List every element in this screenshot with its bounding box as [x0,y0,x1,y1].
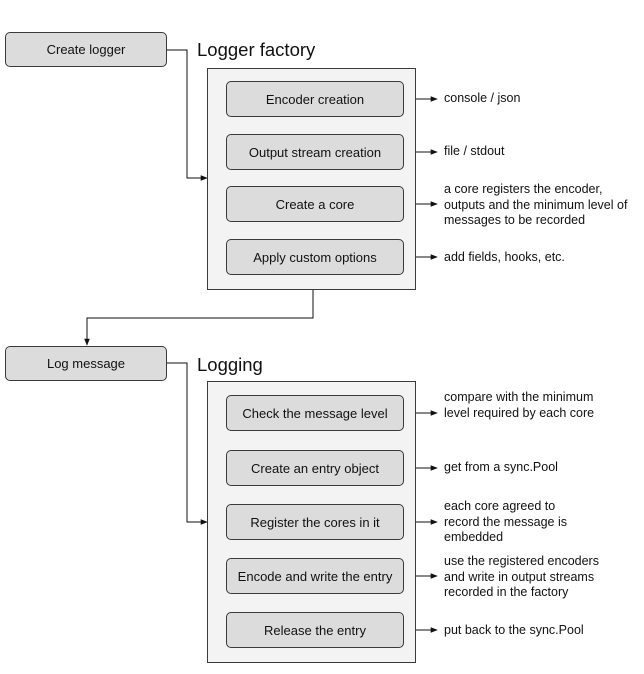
apply-custom-options-note: add fields, hooks, etc. [444,250,565,264]
connector-log-message [167,362,208,525]
release-entry-box: Release the entry [226,612,404,648]
apply-custom-options-box: Apply custom options [226,239,404,275]
encoder-creation-box: Encoder creation [226,81,404,117]
create-entry-object-note: get from a sync.Pool [444,460,558,474]
encode-and-write-note: use the registered encoders and write in… [444,554,599,599]
check-message-level-note: compare with the minimum level required … [444,390,595,420]
register-cores-box: Register the cores in it [226,504,404,540]
logging-title: Logging [197,354,263,375]
register-cores-note: each core agreed to record the message i… [444,499,567,544]
encode-and-write-box: Encode and write the entry [226,558,404,594]
connector-factory-to-log-message [84,290,314,346]
create-entry-object-box: Create an entry object [226,450,404,486]
log-message-box: Log message [5,346,167,381]
encoder-creation-note: console / json [444,91,521,105]
output-stream-creation-note: file / stdout [444,144,505,158]
create-logger-box: Create logger [5,32,167,67]
output-stream-creation-box: Output stream creation [226,134,404,170]
create-a-core-note: a core registers the encoder, outputs an… [444,182,628,227]
check-message-level-box: Check the message level [226,395,404,431]
connector-create-logger [167,49,208,181]
create-a-core-box: Create a core [226,186,404,222]
logger-factory-title: Logger factory [197,39,316,60]
release-entry-note: put back to the sync.Pool [444,623,584,637]
